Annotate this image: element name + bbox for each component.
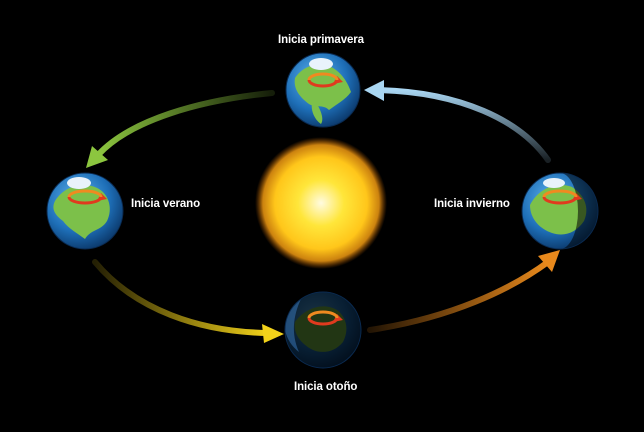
earth-summer-icon xyxy=(46,172,124,250)
label-autumn: Inicia otoño xyxy=(294,381,358,393)
label-winter: Inicia invierno xyxy=(434,198,510,210)
label-summer: Inicia verano xyxy=(131,198,201,210)
label-spring: Inicia primavera xyxy=(278,34,364,46)
earth-spring-icon xyxy=(285,52,361,128)
earth-autumn-icon xyxy=(284,291,362,369)
arrow-spring-to-summer xyxy=(86,90,275,168)
arrow-summer-to-autumn xyxy=(92,259,284,343)
arrow-winter-to-spring xyxy=(364,80,551,163)
arrow-autumn-to-winter xyxy=(367,250,560,333)
sun-icon xyxy=(255,137,387,269)
earth-winter-icon xyxy=(521,172,599,250)
